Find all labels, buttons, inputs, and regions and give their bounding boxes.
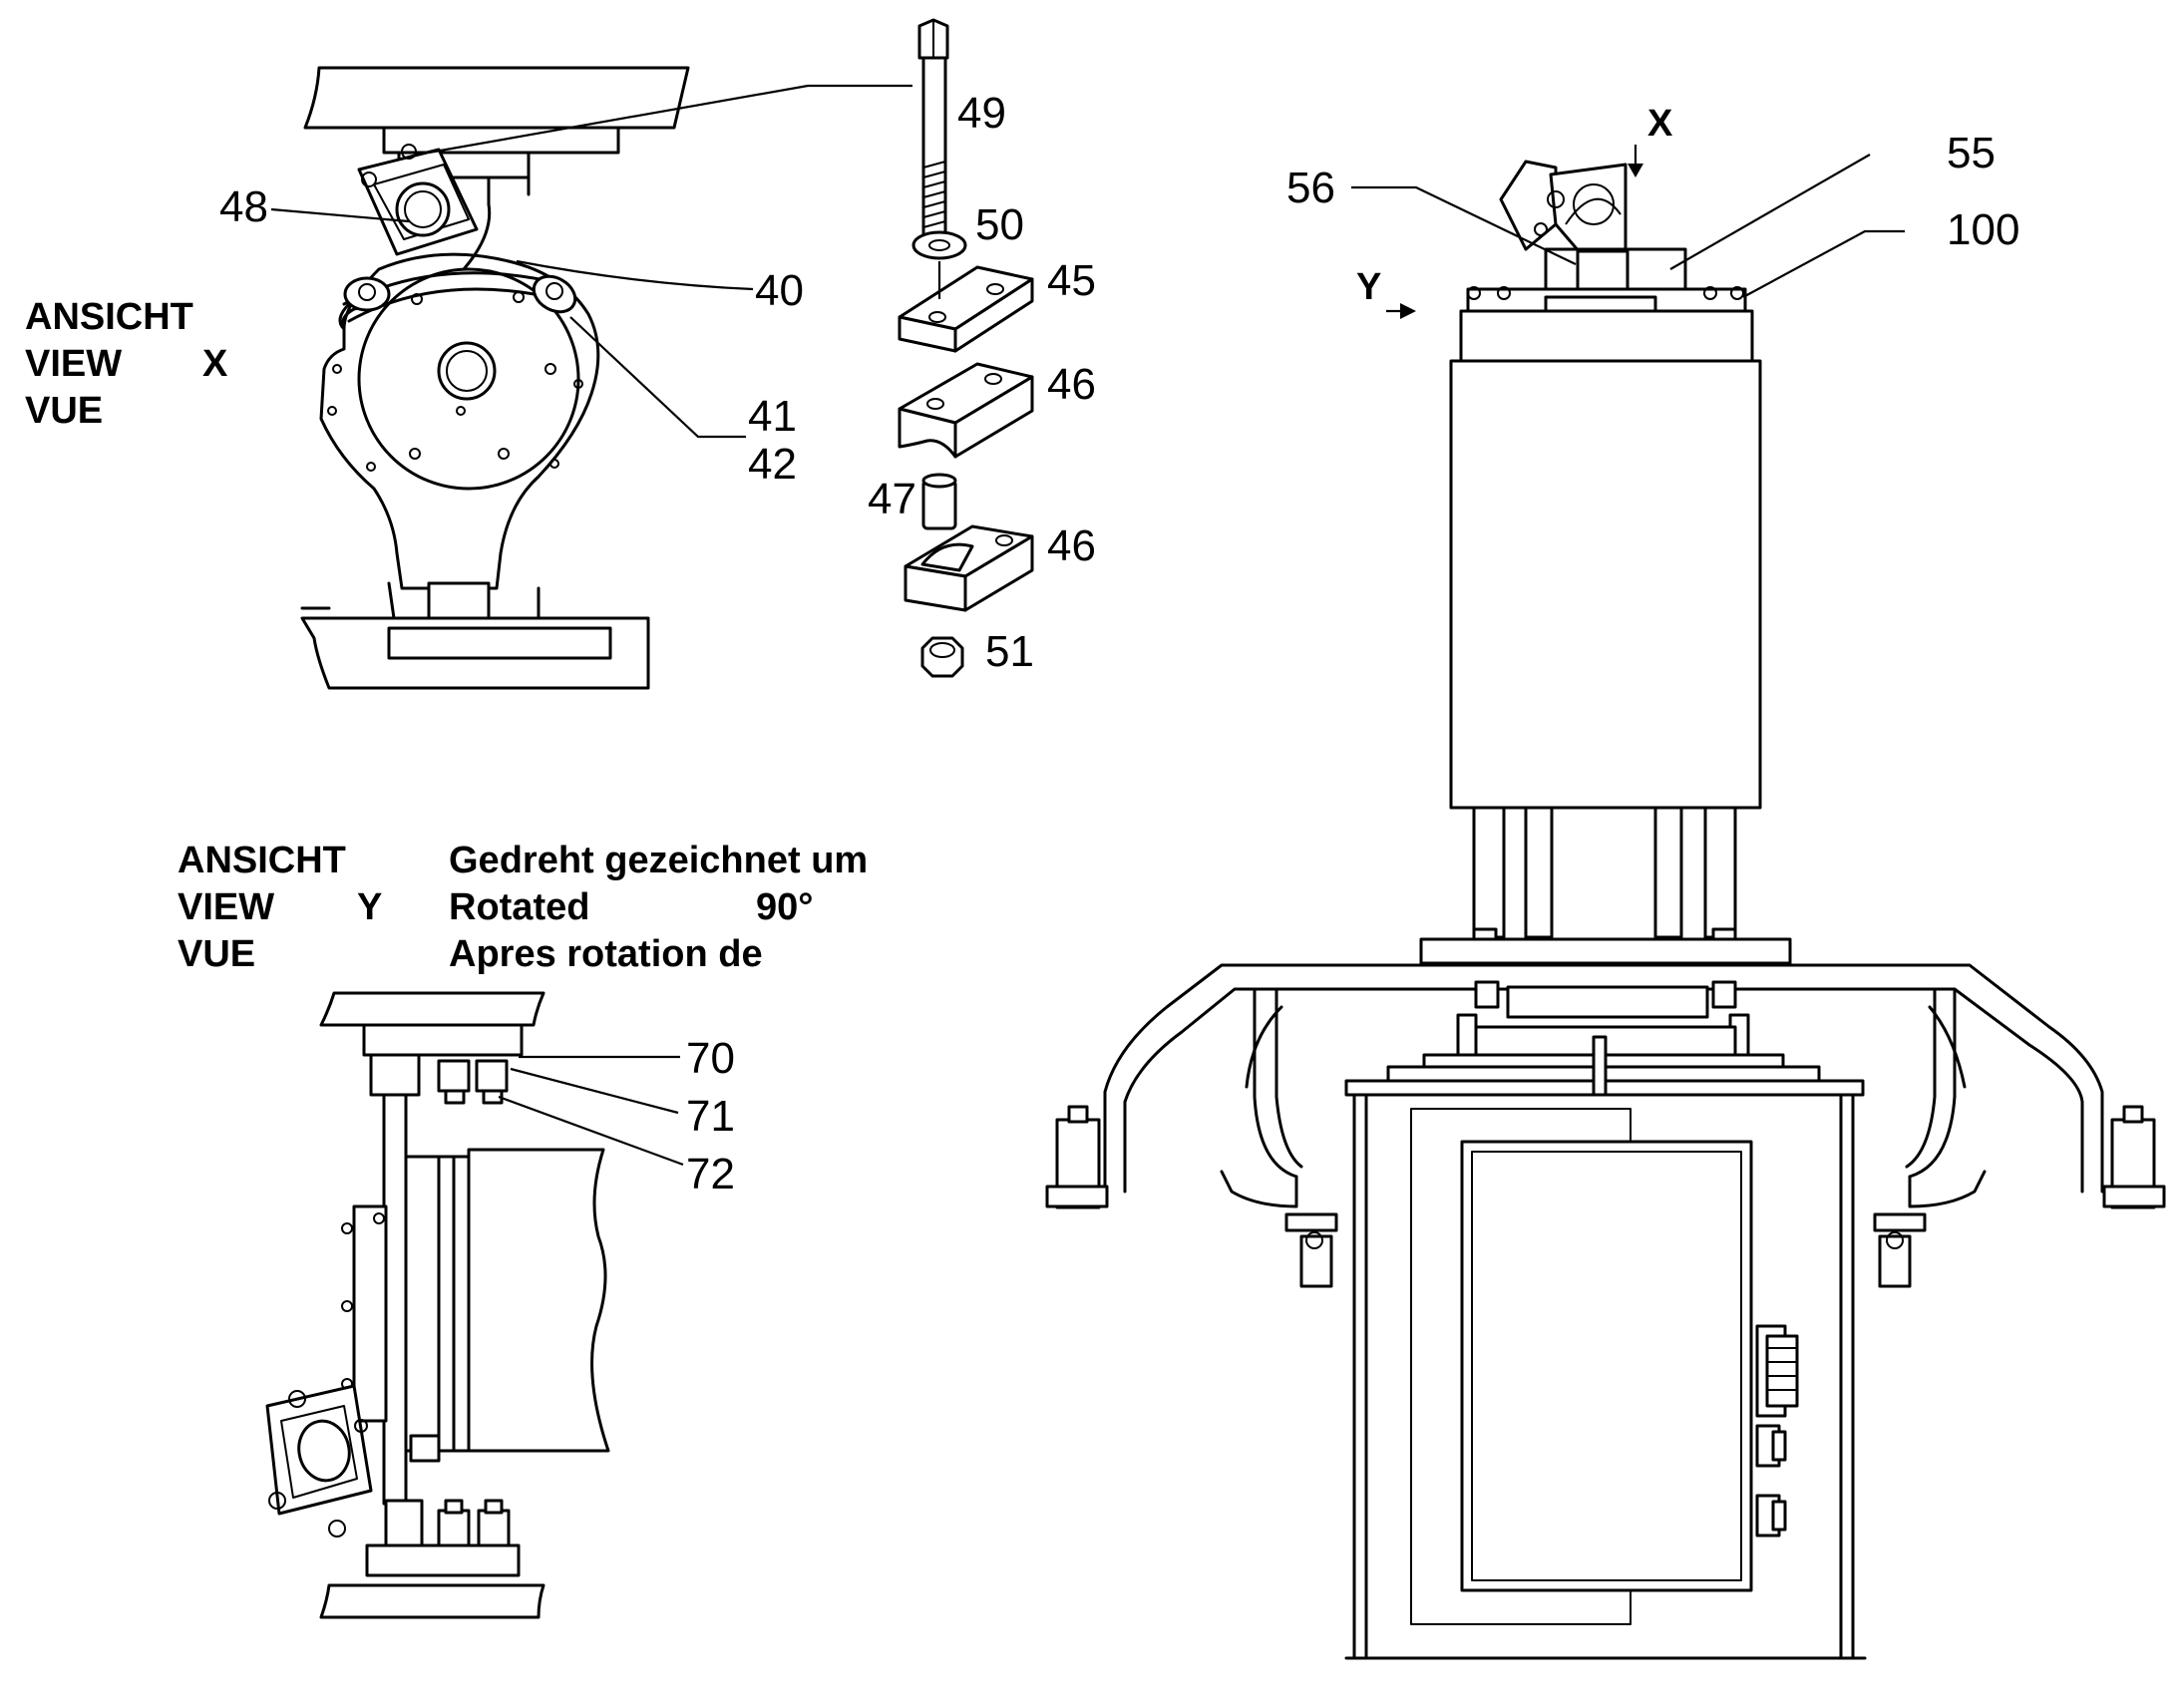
callout-56: 56 xyxy=(1286,164,1335,212)
view-x-leaders xyxy=(270,84,912,439)
callout-46-lower: 46 xyxy=(1047,521,1096,570)
view-x-letter: X xyxy=(202,343,228,385)
view-x-label-line-1: ANSICHT xyxy=(25,296,193,338)
view-y-drawing xyxy=(265,991,610,1619)
view-y-label: ANSICHT VIEW VUE Y Gedreht gezeichnet um… xyxy=(178,840,868,975)
main-assembly-leaders xyxy=(1351,145,1905,319)
main-assembly xyxy=(1045,160,2166,1660)
y-view-marker: Y xyxy=(1356,266,1381,308)
view-y-note-line-3: Apres rotation de xyxy=(449,933,763,975)
callout-48: 48 xyxy=(219,182,268,231)
callout-70: 70 xyxy=(686,1034,735,1083)
exploded-parts xyxy=(898,18,1034,678)
callout-45: 45 xyxy=(1047,256,1096,305)
callout-46-upper: 46 xyxy=(1047,360,1096,409)
view-y-letter: Y xyxy=(357,886,382,928)
callout-50: 50 xyxy=(975,200,1024,249)
callout-100: 100 xyxy=(1947,205,2019,254)
view-y-angle: 90° xyxy=(756,886,813,928)
x-view-marker: X xyxy=(1647,103,1673,145)
view-y-note-line-2: Rotated xyxy=(449,886,589,928)
callout-42: 42 xyxy=(748,440,797,489)
view-y-note-line-1: Gedreht gezeichnet um xyxy=(449,840,868,881)
callout-40: 40 xyxy=(755,266,804,315)
view-y-leaders xyxy=(498,1055,684,1167)
view-x-label: ANSICHT VIEW VUE X xyxy=(25,296,228,432)
view-y-label-line-1: ANSICHT xyxy=(178,840,346,881)
callout-72: 72 xyxy=(686,1150,735,1198)
callout-55: 55 xyxy=(1947,129,1996,177)
view-y-label-line-2: VIEW xyxy=(178,886,274,928)
callout-71: 71 xyxy=(686,1092,735,1141)
view-y-label-line-3: VUE xyxy=(178,933,255,975)
view-x-label-line-3: VUE xyxy=(25,390,103,432)
callout-49: 49 xyxy=(957,89,1006,138)
callout-41: 41 xyxy=(748,392,797,441)
view-x-label-line-2: VIEW xyxy=(25,343,122,385)
view-x-drawing xyxy=(300,66,690,690)
callout-51: 51 xyxy=(985,627,1034,676)
callout-47: 47 xyxy=(868,475,916,523)
